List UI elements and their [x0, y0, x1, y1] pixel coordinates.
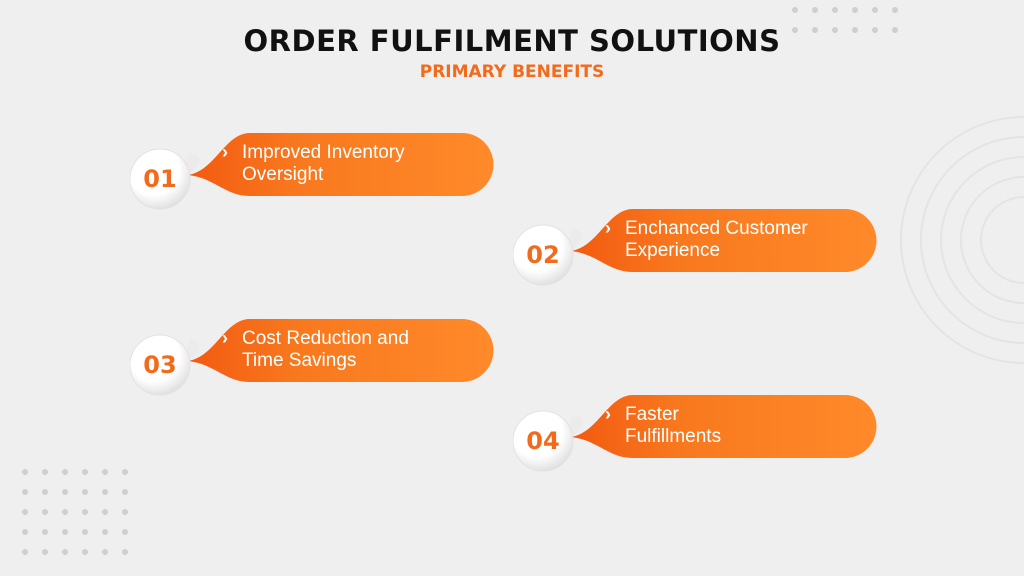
- callout-shape: [513, 209, 877, 286]
- dot: [42, 549, 48, 555]
- benefit-card: 02 › Enchanced Customer Experience: [513, 209, 883, 289]
- benefit-label-line1: Enchanced Customer: [625, 218, 808, 239]
- benefit-card: 01 › Improved Inventory Oversight: [130, 133, 500, 213]
- dot: [892, 27, 898, 33]
- dot: [832, 7, 838, 13]
- dot: [62, 469, 68, 475]
- benefit-label-line1: Cost Reduction and: [242, 328, 409, 349]
- benefit-card: 03 › Cost Reduction and Time Savings: [130, 319, 500, 399]
- dot: [102, 469, 108, 475]
- chevron-right-icon: ›: [605, 404, 611, 424]
- chevron-right-icon: ›: [605, 218, 611, 238]
- benefit-number: 03: [143, 351, 177, 379]
- dot: [102, 489, 108, 495]
- dot: [872, 7, 878, 13]
- dot: [42, 469, 48, 475]
- dot: [42, 489, 48, 495]
- page-title: ORDER FULFILMENT SOLUTIONS: [243, 24, 781, 58]
- dot: [122, 469, 128, 475]
- benefit-label-line2: Experience: [625, 240, 721, 261]
- benefit-label-line1: Improved Inventory: [242, 142, 405, 163]
- callout-shape: [130, 133, 494, 210]
- benefit-label: › Enchanced Customer Experience: [605, 218, 875, 262]
- dot: [122, 509, 128, 515]
- dot: [62, 549, 68, 555]
- benefit-label: › Improved Inventory Oversight: [222, 142, 492, 186]
- dot: [852, 7, 858, 13]
- benefit-label-line2: Fulfillments: [625, 426, 722, 447]
- dot: [872, 27, 878, 33]
- dot: [22, 489, 28, 495]
- dot: [82, 549, 88, 555]
- dot-grid-top-right: [785, 0, 905, 40]
- dot: [62, 509, 68, 515]
- dot: [82, 489, 88, 495]
- dot: [122, 489, 128, 495]
- dot: [42, 529, 48, 535]
- dot: [102, 509, 108, 515]
- dot: [42, 509, 48, 515]
- dot: [852, 27, 858, 33]
- benefit-number: 02: [526, 241, 560, 269]
- dot-grid-bottom-left: [15, 462, 135, 562]
- benefit-label-line2: Oversight: [242, 164, 324, 185]
- dot: [812, 7, 818, 13]
- benefit-number: 04: [526, 427, 560, 455]
- dot: [812, 27, 818, 33]
- chevron-right-icon: ›: [222, 328, 228, 348]
- dot: [102, 529, 108, 535]
- dot: [22, 509, 28, 515]
- dot: [62, 529, 68, 535]
- dot: [792, 7, 798, 13]
- benefit-label-line1: Faster: [625, 404, 679, 425]
- dot: [122, 549, 128, 555]
- callout-shape: [513, 395, 877, 472]
- chevron-right-icon: ›: [222, 142, 228, 162]
- dot: [792, 27, 798, 33]
- dot: [62, 489, 68, 495]
- callout-shape: [130, 319, 494, 396]
- benefit-label-line2: Time Savings: [242, 350, 357, 371]
- dot: [832, 27, 838, 33]
- benefit-label: › Cost Reduction and Time Savings: [222, 328, 492, 372]
- page-subtitle: PRIMARY BENEFITS: [419, 62, 605, 82]
- dot: [82, 469, 88, 475]
- dot: [22, 549, 28, 555]
- benefit-card: 04 › Faster Fulfillments: [513, 395, 883, 475]
- dot: [22, 469, 28, 475]
- dot: [22, 529, 28, 535]
- dot: [892, 7, 898, 13]
- dot: [102, 549, 108, 555]
- dot: [82, 509, 88, 515]
- dot: [122, 529, 128, 535]
- benefit-number: 01: [143, 165, 177, 193]
- dot: [82, 529, 88, 535]
- benefit-label: › Faster Fulfillments: [605, 404, 875, 448]
